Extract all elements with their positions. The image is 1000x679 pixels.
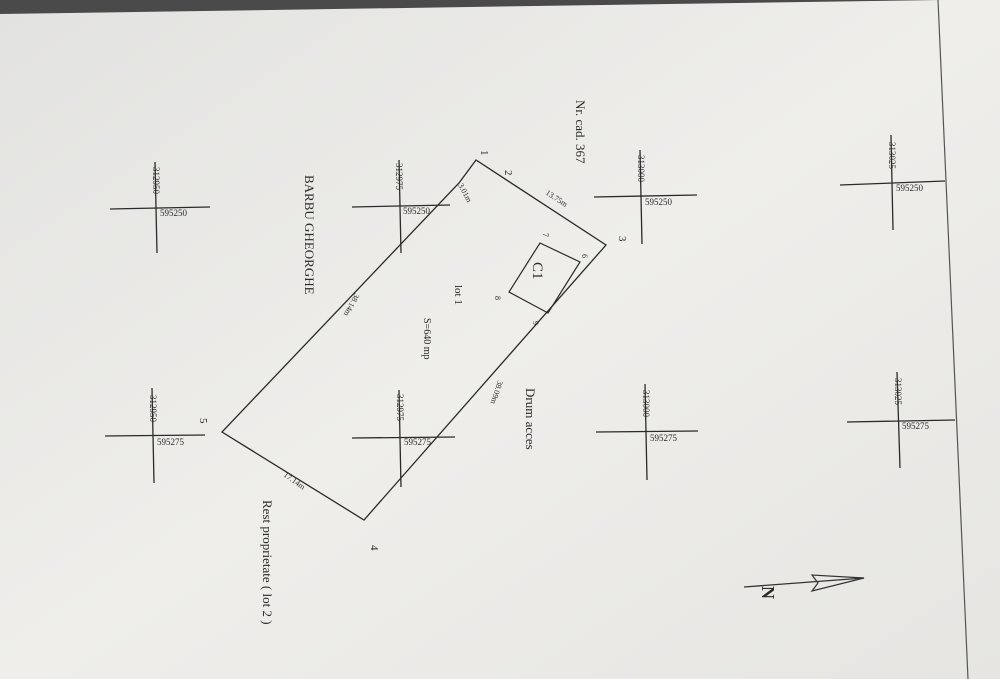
north-arrow	[743, 574, 865, 592]
remaining-property-label: Rest proprietate ( lot 2 )	[260, 500, 275, 625]
lot-label: lot 1	[452, 285, 464, 305]
grid-northing-label: 313000	[641, 390, 651, 418]
cadastral-number: Nr. cad. 367	[573, 100, 588, 164]
grid-northing-label: 312975	[394, 163, 404, 191]
vertex-label: 3	[616, 236, 628, 242]
grid-northing-label: 312950	[151, 167, 161, 195]
grid-easting-label: 595250	[160, 208, 188, 218]
grid-northing-label: 313025	[893, 378, 903, 406]
sheet-frame-line	[937, 0, 969, 679]
paper-shadow	[0, 0, 940, 14]
building-c1	[508, 242, 581, 314]
north-symbol: N	[758, 586, 778, 599]
vertex-label: 8	[493, 296, 502, 300]
grid-cross-313000-595275	[595, 383, 699, 481]
grid-easting-label: 595275	[404, 437, 432, 447]
grid-cross-313025-595250	[839, 134, 946, 231]
grid-cross-312950-595250	[109, 161, 211, 254]
grid-cross-313025-595275	[846, 371, 956, 469]
grid-northing-label: 313000	[636, 155, 646, 183]
grid-easting-label: 595250	[896, 183, 924, 193]
access-road-label: Drum acces	[523, 388, 538, 450]
neighbor-name: BARBU GHEORGHE	[302, 175, 317, 295]
grid-cross-313000-595250	[593, 149, 698, 245]
grid-northing-label: 312975	[395, 394, 405, 422]
grid-cross-312975-595250	[351, 159, 451, 254]
grid-easting-label: 595275	[157, 437, 185, 447]
area-label: S=640 mp	[421, 318, 432, 359]
grid-northing-label: 313025	[887, 142, 897, 170]
grid-crosses	[104, 134, 956, 488]
grid-easting-label: 595250	[645, 197, 673, 207]
grid-cross-312975-595275	[351, 389, 456, 488]
vertex-label: 7	[541, 233, 550, 237]
grid-easting-label: 595250	[403, 206, 431, 216]
parcel-lot-1	[220, 159, 607, 521]
vertex-label: 2	[502, 170, 514, 176]
vertex-label: 5	[197, 418, 209, 424]
vertex-label: 9	[531, 321, 540, 325]
vertex-label: 6	[580, 254, 589, 258]
grid-easting-label: 595275	[650, 433, 678, 443]
grid-easting-label: 595275	[902, 421, 930, 431]
vertex-label: 1	[478, 150, 490, 156]
grid-northing-label: 312950	[148, 395, 158, 423]
vertex-label: 4	[368, 545, 380, 551]
building-label: C1	[529, 262, 545, 280]
grid-cross-312950-595275	[104, 387, 206, 484]
